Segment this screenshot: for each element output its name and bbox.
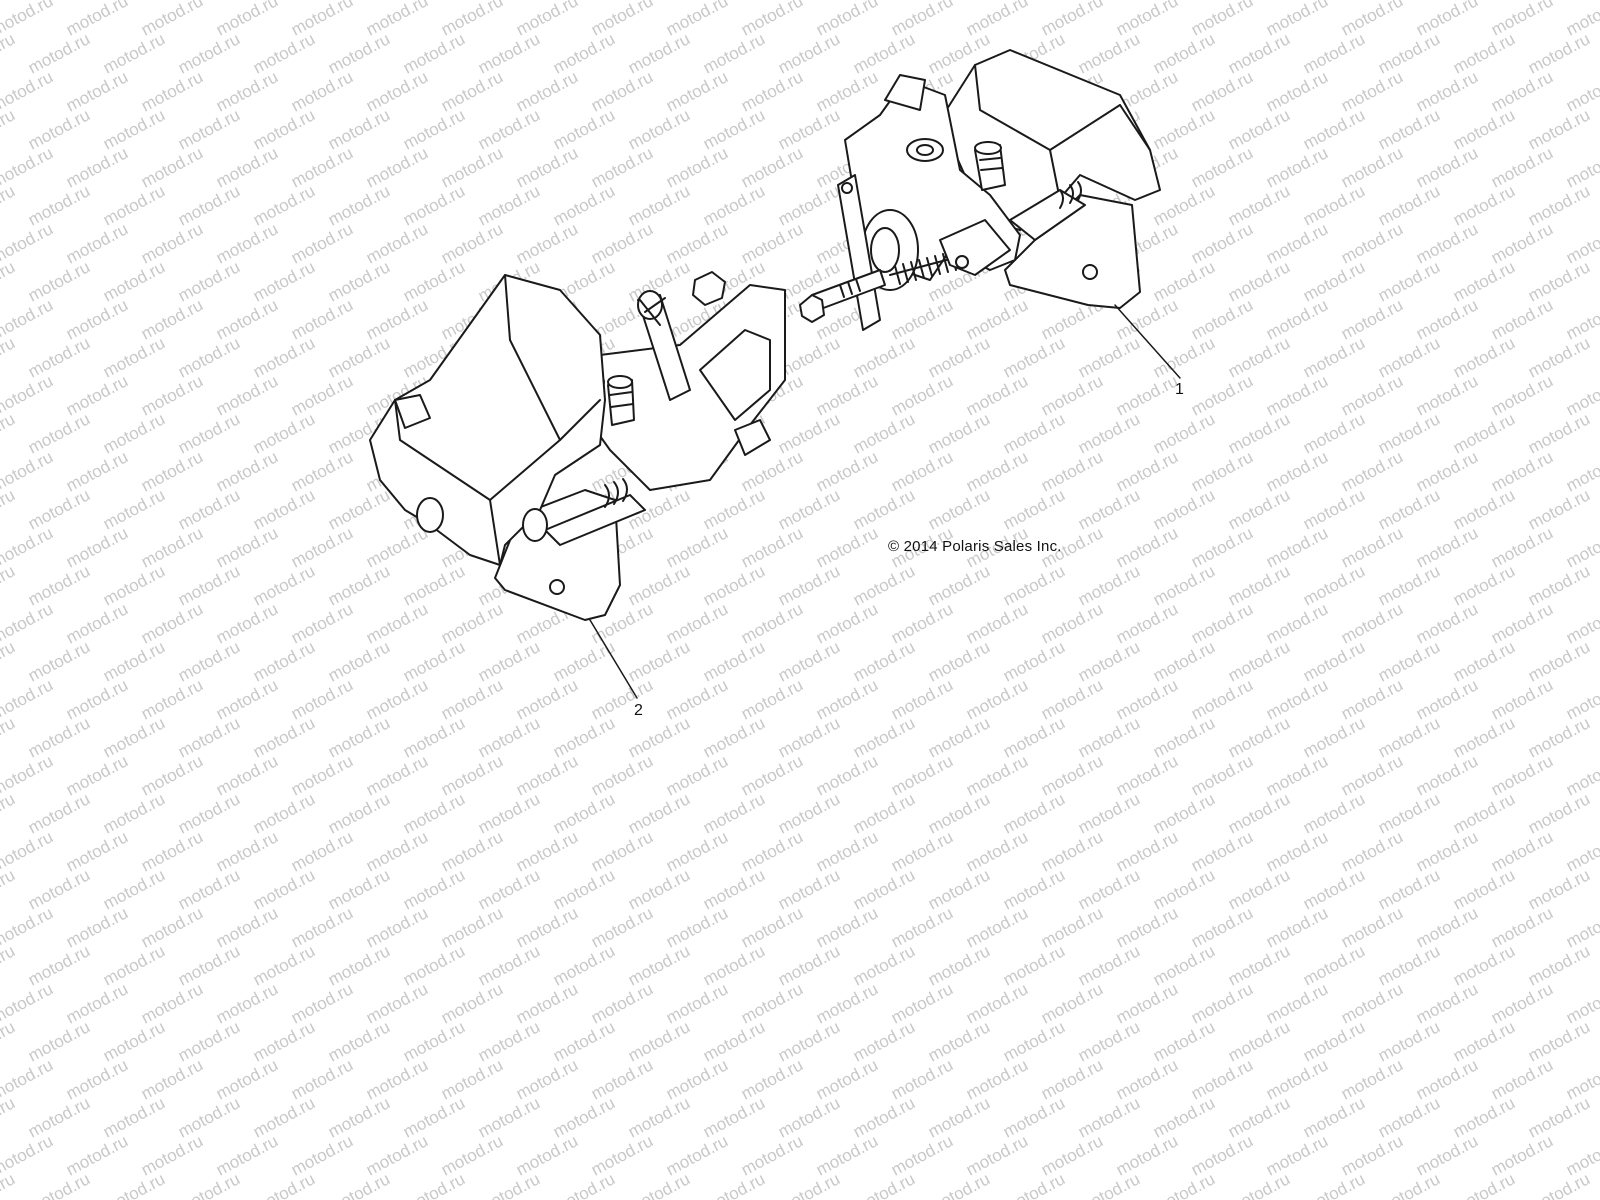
callout-label-1: 1 [1175, 381, 1184, 398]
brake-caliper-2[interactable] [369, 271, 786, 621]
copyright-notice: © 2014 Polaris Sales Inc. [888, 538, 1062, 555]
callout-label-2: 2 [634, 702, 643, 719]
caliper-1-bracket-hole [1082, 264, 1098, 280]
leader-line-2 [589, 619, 638, 699]
caliper-2-bracket-hole [549, 579, 565, 595]
caliper-2-bleeder [607, 375, 635, 426]
brake-caliper-1[interactable] [799, 49, 1161, 331]
leader-line-1 [1114, 304, 1181, 379]
